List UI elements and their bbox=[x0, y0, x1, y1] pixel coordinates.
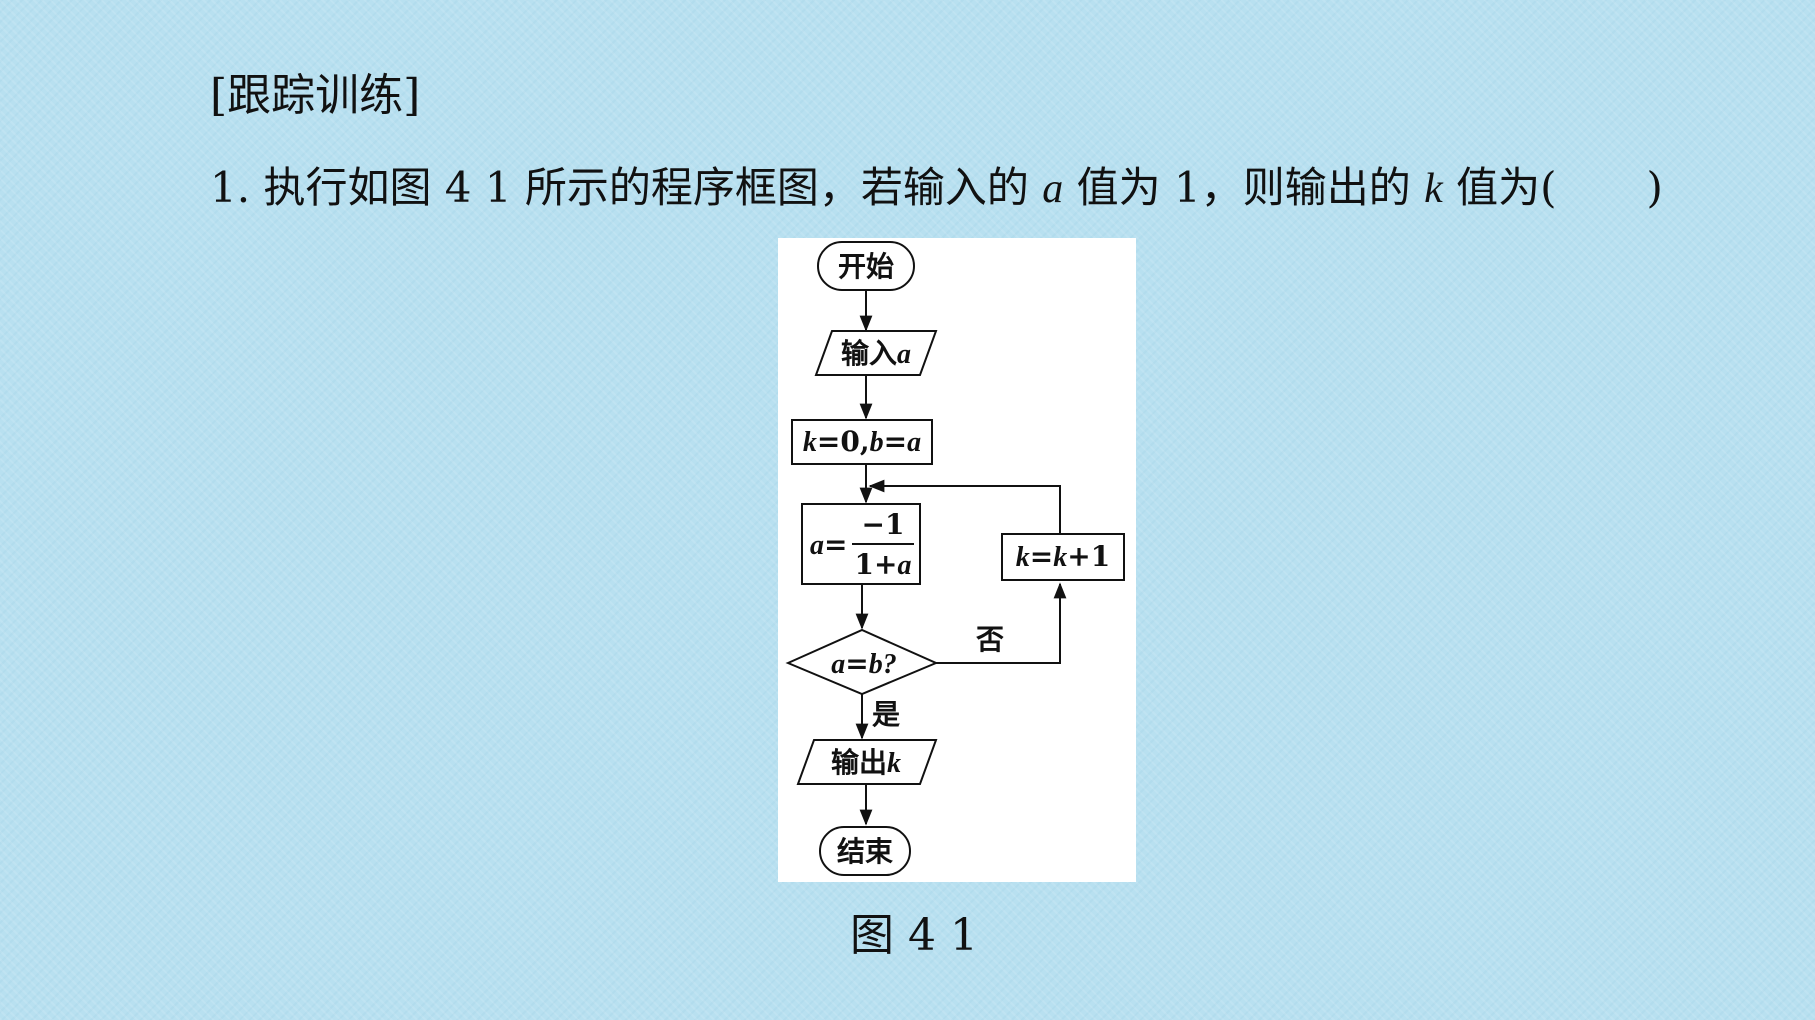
question-part1: 执行如图 4 1 所示的程序框图，若输入的 bbox=[263, 163, 1029, 212]
input-parallelogram bbox=[814, 330, 938, 376]
init-eq: = bbox=[884, 425, 907, 458]
output-text: 输出k bbox=[831, 746, 901, 779]
decision-eq: = bbox=[845, 647, 868, 680]
increment-eq: = bbox=[1030, 540, 1053, 573]
yes-label: 是 bbox=[872, 698, 900, 731]
increment-k1: k bbox=[1016, 542, 1030, 573]
figure-caption: 图 4 1 bbox=[850, 910, 978, 961]
decision-text: a=b? bbox=[831, 647, 896, 680]
decision-b: b bbox=[869, 649, 883, 680]
init-text: k=0,b=a bbox=[803, 425, 921, 458]
init-b: b bbox=[870, 427, 884, 458]
assign-lhs: a= bbox=[810, 528, 847, 561]
assign-eq: = bbox=[824, 528, 847, 561]
fraction-numerator: −1 bbox=[862, 508, 905, 541]
question-number: 1. bbox=[210, 163, 251, 212]
end-label: 结束 bbox=[837, 835, 893, 868]
input-var: a bbox=[897, 339, 911, 370]
init-k: k bbox=[803, 427, 817, 458]
output-label: 输出 bbox=[831, 746, 887, 779]
arrow-no-branch bbox=[936, 582, 1067, 664]
question-close-paren: ) bbox=[1646, 163, 1663, 212]
input-text: 输入a bbox=[841, 337, 911, 370]
increment-k2: k bbox=[1053, 542, 1067, 573]
input-label: 输入 bbox=[841, 337, 897, 370]
output-var: k bbox=[887, 748, 901, 779]
question-var-k: k bbox=[1424, 166, 1443, 212]
question-text: 1. 执行如图 4 1 所示的程序框图，若输入的 a 值为 1，则输出的 k 值… bbox=[210, 160, 1663, 217]
fraction-denominator: 1+a bbox=[855, 548, 912, 581]
assign-a: a bbox=[810, 530, 824, 561]
arrow-loop-back bbox=[868, 479, 1061, 534]
question-var-a: a bbox=[1042, 166, 1064, 212]
flowchart-svg: 开始 输入a k=0,b=a a= −1 1+a a=b? 否 k=k+1 bbox=[785, 241, 1125, 876]
end-terminal bbox=[819, 826, 911, 876]
question-part3: 值为( bbox=[1456, 163, 1557, 212]
question-part2: 值为 1，则输出的 bbox=[1076, 163, 1411, 212]
denom-one: 1+ bbox=[855, 548, 898, 581]
no-label: 否 bbox=[976, 623, 1004, 656]
output-parallelogram bbox=[796, 739, 938, 785]
init-box bbox=[791, 419, 933, 465]
flowchart-figure: 开始 输入a k=0,b=a a= −1 1+a a=b? 否 k=k+1 bbox=[778, 238, 1136, 882]
denom-a: a bbox=[897, 550, 911, 581]
decision-q: ? bbox=[883, 649, 897, 680]
increment-box bbox=[1001, 533, 1125, 581]
decision-a: a bbox=[831, 649, 845, 680]
increment-plus: +1 bbox=[1067, 540, 1110, 573]
section-heading: [跟踪训练] bbox=[210, 70, 421, 121]
init-a: a bbox=[907, 427, 921, 458]
start-label: 开始 bbox=[838, 250, 894, 283]
increment-text: k=k+1 bbox=[1016, 540, 1110, 573]
init-eq0: =0, bbox=[817, 425, 870, 458]
